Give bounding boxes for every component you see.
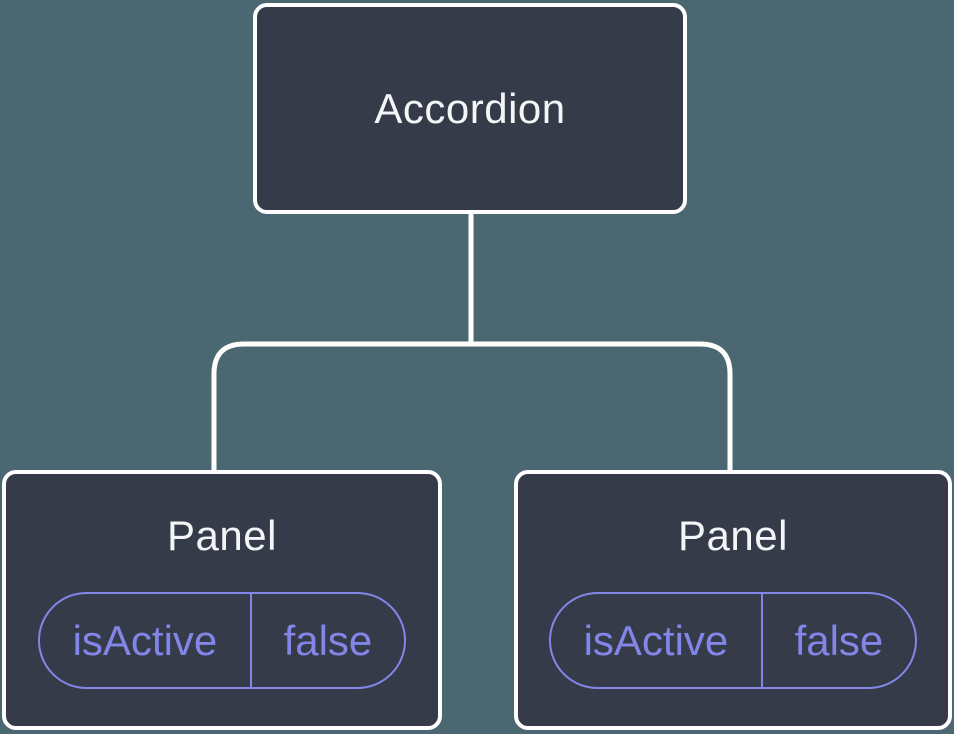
accordion-node-label: Accordion <box>374 84 566 132</box>
state-value-label: false <box>283 616 373 664</box>
children-connector-line <box>211 341 733 476</box>
panel-node: Panel isActive false <box>514 470 952 730</box>
panel-node-label: Panel <box>167 512 277 559</box>
state-pill: isActive false <box>38 592 406 689</box>
state-key-label: isActive <box>551 594 763 687</box>
accordion-node: Accordion <box>253 3 687 214</box>
state-pill: isActive false <box>549 592 917 689</box>
state-value-label: false <box>794 616 884 664</box>
panel-node-label: Panel <box>678 512 788 559</box>
panel-node: Panel isActive false <box>2 470 442 730</box>
state-key-label: isActive <box>40 594 252 687</box>
